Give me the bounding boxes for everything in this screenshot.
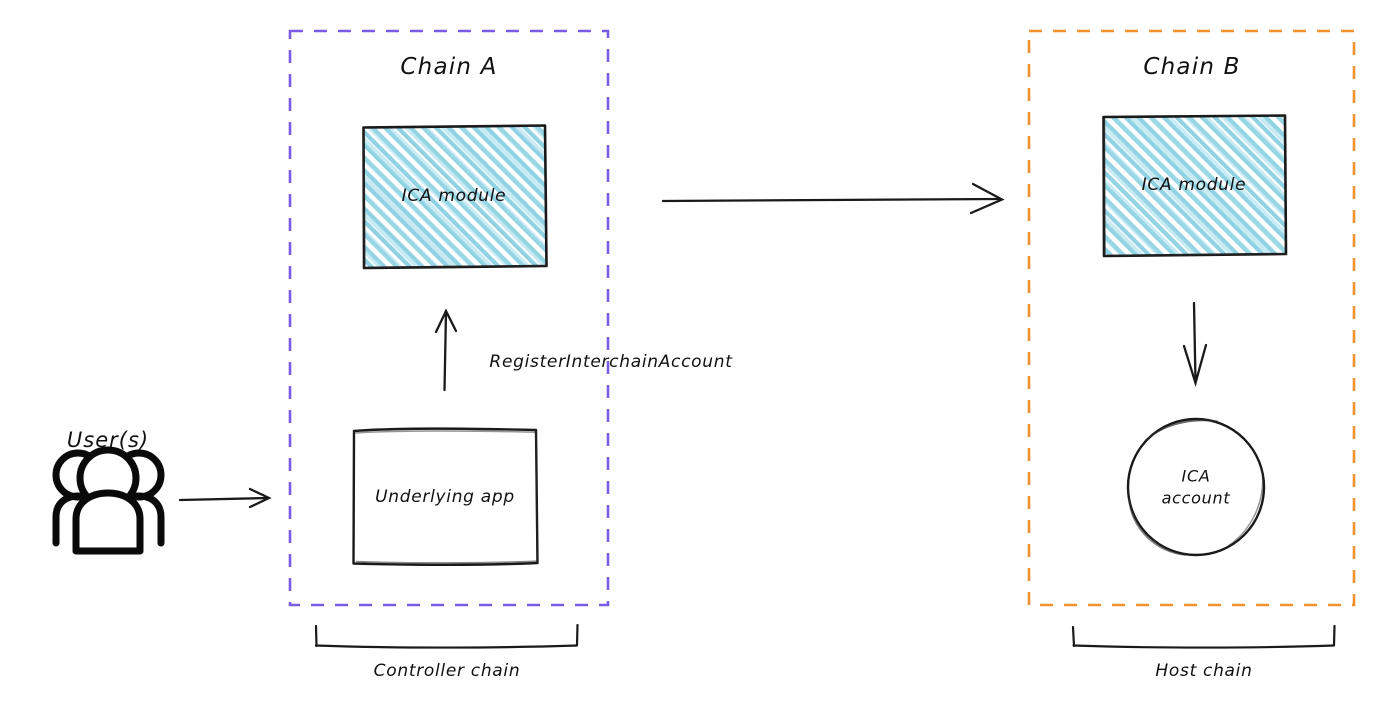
controller-chain-bracket bbox=[314, 623, 579, 649]
host-chain-bracket bbox=[1071, 624, 1336, 649]
underlying-app-label: Underlying app bbox=[375, 487, 515, 507]
chain-a-title: Chain A bbox=[400, 54, 498, 80]
register-interchain-account-label: RegisterInterchainAccount bbox=[489, 352, 733, 372]
ica-module-a-shape bbox=[362, 124, 548, 270]
ica-account-label-line1: ICA bbox=[1181, 466, 1211, 486]
underlying-app-shape bbox=[352, 427, 539, 566]
ica-module-b-shape bbox=[1102, 114, 1288, 258]
arrow-ica-a-to-ica-b bbox=[661, 182, 1005, 215]
ica-module-b-label: ICA module bbox=[1141, 175, 1247, 195]
controller-chain-bracket-label: Controller chain bbox=[373, 661, 521, 681]
chain-b-container bbox=[1027, 29, 1356, 607]
users-group-icon bbox=[52, 446, 165, 555]
ica-account-shape bbox=[1126, 417, 1266, 557]
arrow-ica-b-to-account bbox=[1182, 301, 1208, 388]
ica-account-label: ICA account bbox=[1136, 465, 1256, 508]
users-label: User(s) bbox=[66, 428, 150, 452]
host-chain-bracket-label: Host chain bbox=[1155, 661, 1253, 681]
arrow-users-to-app bbox=[178, 487, 272, 509]
chain-a-container bbox=[288, 29, 610, 607]
arrow-app-to-ica-module-a bbox=[434, 308, 458, 392]
chain-b-title: Chain B bbox=[1143, 54, 1241, 80]
ica-account-label-line2: account bbox=[1161, 488, 1231, 507]
ica-module-a-label: ICA module bbox=[401, 186, 507, 206]
